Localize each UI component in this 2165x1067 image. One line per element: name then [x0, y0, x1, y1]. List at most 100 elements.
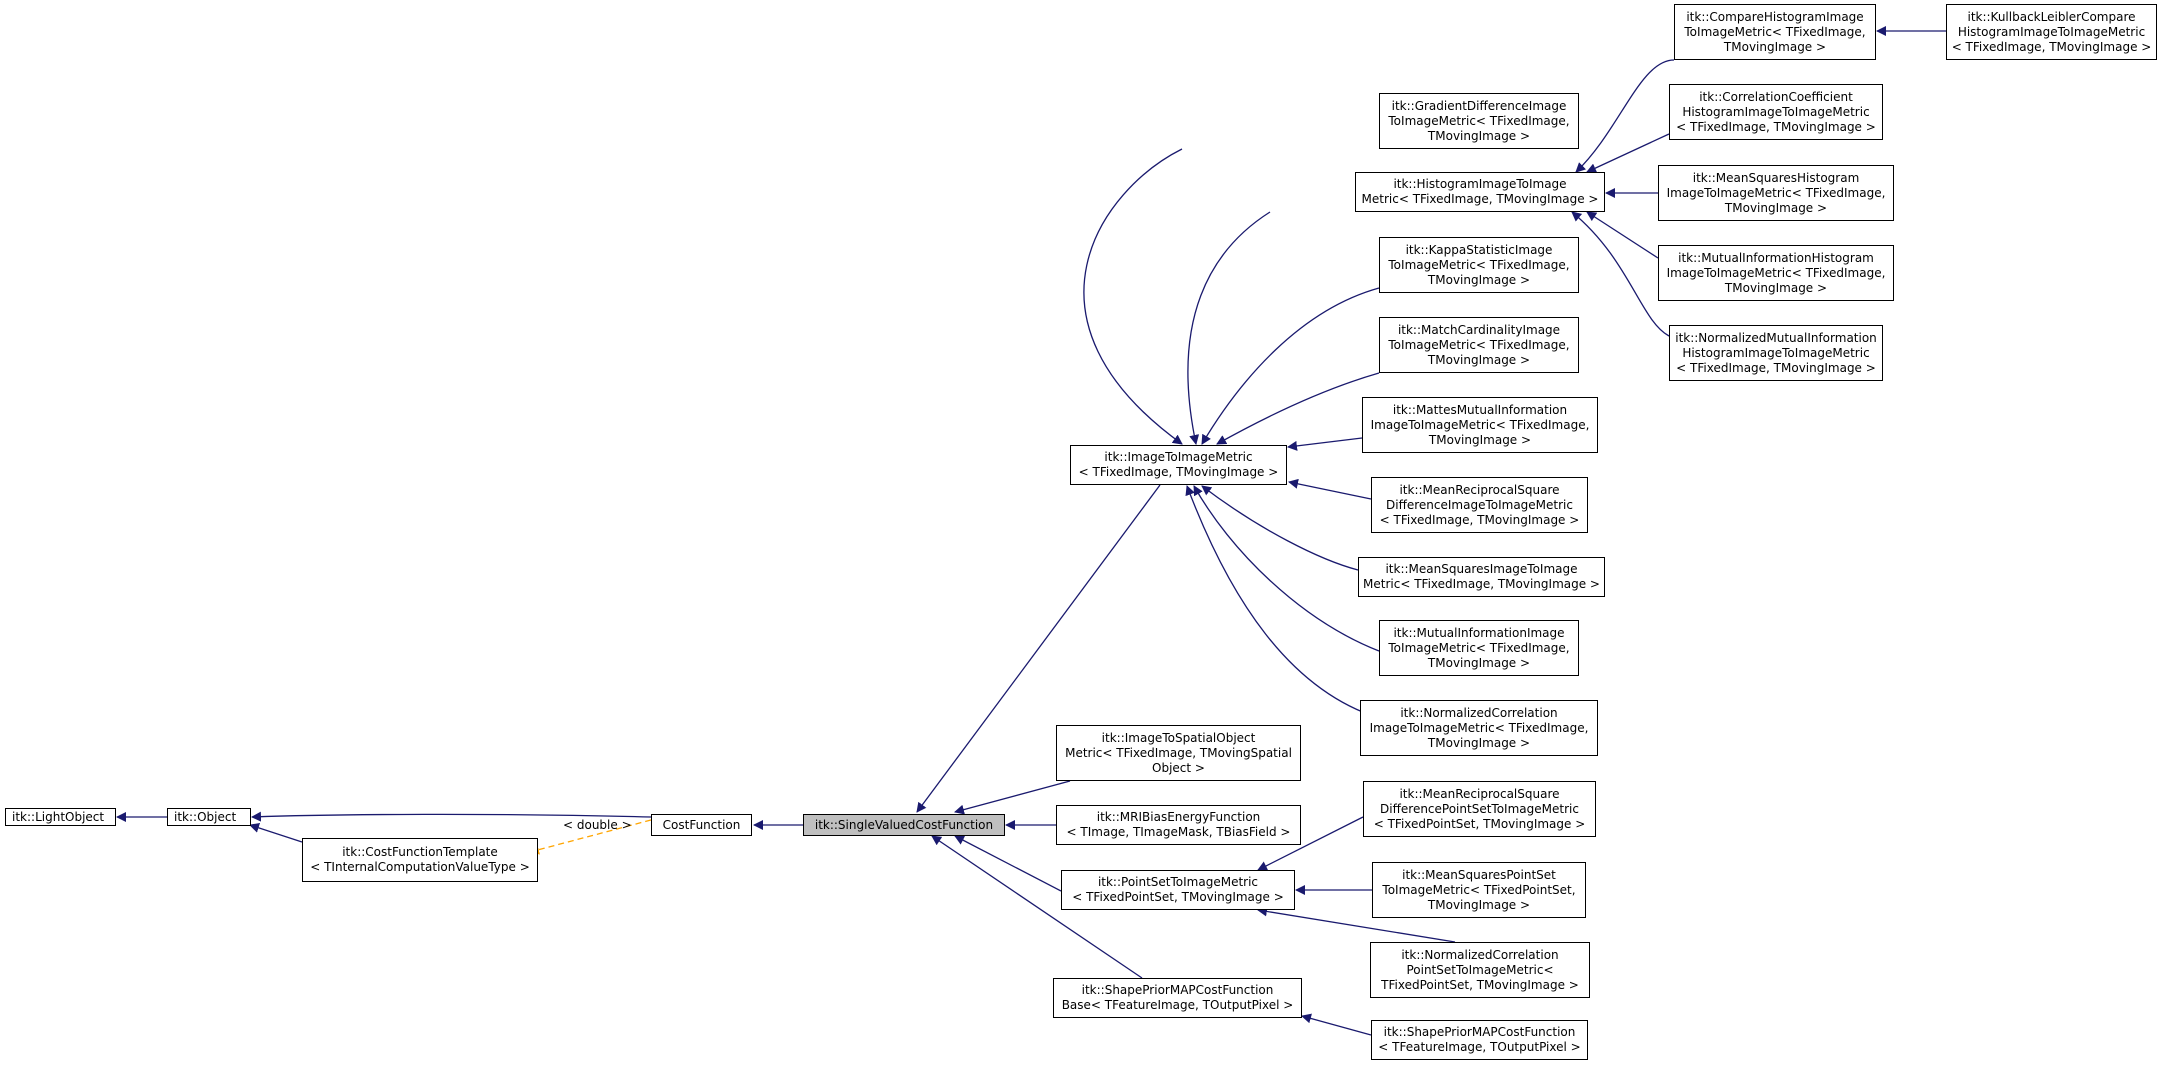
node-label-line: itk::HistogramImageToImage: [1393, 177, 1567, 191]
node-label-line: TMovingImage >: [1427, 352, 1531, 367]
node-label-line: ToImageMetric< TFixedPointSet,: [1382, 882, 1576, 897]
node-label-line: itk::ImageToSpatialObject: [1101, 730, 1256, 745]
node-label-line: TMovingImage >: [1427, 655, 1531, 670]
node-label-line: ImageToImageMetric< TFixedImage,: [1666, 265, 1886, 280]
node-label-line: itk::KappaStatisticImage: [1405, 242, 1553, 257]
node-label-line: itk::GradientDifferenceImage: [1391, 98, 1567, 113]
node-label-line: TMovingImage >: [1724, 280, 1828, 295]
inheritance-edge-mean_squares_image-to-image_to_image_metric: [1201, 485, 1359, 571]
inheritance-edge-mean_reciprocal_square_difference_image-to-image_to_image_metric: [1288, 478, 1372, 500]
node-label-line: HistogramImageToImageMetric: [1682, 345, 1870, 360]
node-label-line: itk::ImageToImageMetric: [1104, 450, 1253, 464]
node-label-line: TMovingImage >: [1427, 128, 1531, 143]
node-label-line: itk::KullbackLeiblerCompare: [1967, 9, 2136, 24]
inheritance-edge-point_set_to_image_metric-to-single_valued_cost_function: [954, 835, 1062, 892]
node-single-valued-cost-function: itk::SingleValuedCostFunction: [803, 814, 1005, 836]
node-label-line: TMovingImage >: [1427, 735, 1531, 750]
inheritance-edge-gradient_difference-to-image_to_image_metric: [1083, 148, 1183, 445]
node-label-line: Metric< TFixedImage, TMovingImage >: [1363, 577, 1600, 591]
node-label-line: < TFixedPointSet, TMovingImage >: [1072, 890, 1284, 904]
node-label-line: itk::MRIBiasEnergyFunction: [1096, 810, 1261, 824]
node-label-line: itk::ShapePriorMAPCostFunction: [1383, 1025, 1576, 1039]
node-label-line: itk::MeanSquaresImageToImage: [1385, 562, 1578, 576]
node-label-line: HistogramImageToImageMetric: [1682, 104, 1870, 119]
node-label-line: ImageToImageMetric< TFixedImage,: [1666, 185, 1886, 200]
node-label-line: < TImage, TImageMask, TBiasField >: [1066, 825, 1291, 839]
inheritance-edge-mean_reciprocal_square_difference_point_set-to-point_set_to_image_metric: [1257, 816, 1364, 871]
node-cost-function[interactable]: CostFunction: [651, 814, 752, 836]
node-label-line: itk::MeanSquaresPointSet: [1402, 867, 1556, 882]
node-image-to-image-metric[interactable]: itk::ImageToImageMetric< TFixedImage, TM…: [1070, 445, 1287, 485]
node-label-line: itk::MutualInformationHistogram: [1678, 250, 1874, 265]
node-label-line: ImageToImageMetric< TFixedImage,: [1370, 417, 1590, 432]
node-label-line: < TFixedImage, TMovingImage >: [1379, 512, 1580, 527]
node-label-line: ImageToImageMetric< TFixedImage,: [1369, 720, 1589, 735]
node-label-line: TFixedPointSet, TMovingImage >: [1381, 977, 1579, 992]
node-light-object[interactable]: itk::LightObject: [5, 808, 116, 826]
node-cost-function-template[interactable]: itk::CostFunctionTemplate< TInternalComp…: [302, 838, 538, 882]
node-label-line: PointSetToImageMetric<: [1406, 962, 1554, 977]
node-label-line: ToImageMetric< TFixedImage,: [1388, 113, 1570, 128]
inheritance-edge-cost_function_template-to-object: [249, 823, 303, 843]
inheritance-edge-mattes_mutual_information-to-image_to_image_metric: [1287, 437, 1363, 451]
node-label-line: itk::CostFunctionTemplate: [342, 845, 498, 859]
inheritance-edge-mutual_information_histogram-to-histogram_image_to_image_metric: [1586, 211, 1659, 259]
inheritance-edge-kappa_statistic-to-image_to_image_metric: [1201, 287, 1380, 445]
node-label-line: Base< TFeatureImage, TOutputPixel >: [1061, 998, 1294, 1012]
node-label-line: DifferencePointSetToImageMetric: [1380, 801, 1579, 816]
node-label-line: itk::LightObject: [12, 809, 105, 824]
inheritance-edge-histogram_image_to_image_metric-to-image_to_image_metric: [1187, 211, 1271, 445]
node-label-line: < TFixedImage, TMovingImage >: [1676, 119, 1876, 134]
node-mri-bias-energy-function[interactable]: itk::MRIBiasEnergyFunction< TImage, TIma…: [1056, 805, 1301, 845]
node-label-line: itk::NormalizedCorrelation: [1400, 705, 1558, 720]
node-label-line: TMovingImage >: [1427, 272, 1531, 287]
inheritance-edge-image_to_spatial_object_metric-to-single_valued_cost_function: [954, 780, 1071, 815]
node-label-line: itk::Object: [174, 809, 237, 824]
node-point-set-to-image-metric[interactable]: itk::PointSetToImageMetric< TFixedPointS…: [1061, 870, 1295, 910]
inheritance-edge-shape_prior_map_cost_function-to-shape_prior_map_cost_function_base: [1301, 1013, 1372, 1036]
node-label-line: itk::NormalizedCorrelation: [1401, 947, 1559, 962]
node-label-line: Metric< TFixedImage, TMovingSpatial: [1065, 745, 1292, 760]
node-label-line: CostFunction: [662, 817, 741, 832]
inheritance-edge-normalized_correlation_image-to-image_to_image_metric: [1185, 485, 1380, 719]
inheritance-edge-compare_histogram-to-histogram_image_to_image_metric: [1575, 59, 1675, 173]
node-label-line: < TFixedImage, TMovingImage >: [1951, 39, 2152, 54]
node-object[interactable]: itk::Object: [167, 808, 251, 826]
node-label-line: itk::PointSetToImageMetric: [1097, 875, 1259, 889]
node-label-line: ToImageMetric< TFixedImage,: [1684, 24, 1866, 39]
node-label-line: itk::MutualInformationImage: [1393, 625, 1565, 640]
node-label-line: < TFixedImage, TMovingImage >: [1078, 465, 1279, 479]
node-label-line: itk::MeanReciprocalSquare: [1399, 482, 1560, 497]
template-argument-label: < double >: [563, 818, 632, 832]
node-label-line: itk::MattesMutualInformation: [1392, 402, 1568, 417]
inheritance-edge-normalized_correlation_point_set-to-point_set_to_image_metric: [1257, 906, 1456, 943]
node-label-line: < TFeatureImage, TOutputPixel >: [1378, 1040, 1581, 1054]
node-label-line: < TInternalComputationValueType >: [310, 860, 530, 874]
node-label-line: itk::NormalizedMutualInformation: [1675, 330, 1877, 345]
node-label-line: itk::MeanSquaresHistogram: [1692, 170, 1860, 185]
node-label-line: itk::ShapePriorMAPCostFunction: [1081, 983, 1274, 997]
inheritance-edge-mutual_information_image-to-image_to_image_metric: [1193, 485, 1380, 652]
node-label-line: itk::CompareHistogramImage: [1686, 9, 1864, 24]
node-shape-prior-map-cost-function[interactable]: itk::ShapePriorMAPCostFunction< TFeature…: [1371, 1020, 1588, 1060]
